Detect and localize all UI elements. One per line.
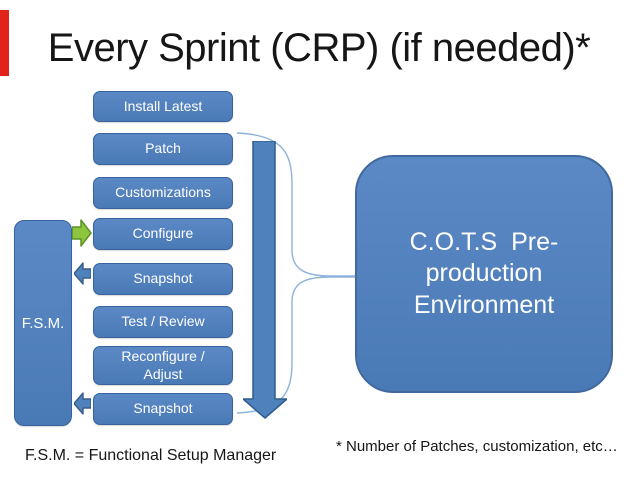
- red-accent-bar: [0, 10, 9, 76]
- step-configure: Configure: [93, 218, 233, 250]
- environment-box: C.O.T.S Pre- production Environment: [355, 155, 613, 393]
- green-arrow-icon: [72, 219, 92, 247]
- fsm-footnote: F.S.M. = Functional Setup Manager: [25, 447, 277, 464]
- return-arrow-snapshot2-icon: [74, 392, 91, 415]
- step-patch: Patch: [93, 133, 233, 165]
- step-reconfigure-adjust: Reconfigure / Adjust: [93, 346, 233, 385]
- step-snapshot-1: Snapshot: [93, 263, 233, 295]
- step-test-review: Test / Review: [93, 306, 233, 338]
- slide-title: Every Sprint (CRP) (if needed)*: [47, 26, 591, 70]
- fsm-label: F.S.M.: [21, 314, 65, 332]
- step-snapshot-2: Snapshot: [93, 393, 233, 425]
- environment-label: C.O.T.S Pre- production Environment: [409, 228, 559, 319]
- step-install-latest: Install Latest: [93, 91, 233, 122]
- fsm-box: F.S.M.: [14, 220, 72, 426]
- patches-footnote: * Number of Patches, customization, etc…: [336, 438, 618, 455]
- return-arrow-snapshot1-icon: [74, 262, 91, 285]
- down-arrow-icon: [243, 141, 287, 419]
- step-customizations: Customizations: [93, 177, 233, 209]
